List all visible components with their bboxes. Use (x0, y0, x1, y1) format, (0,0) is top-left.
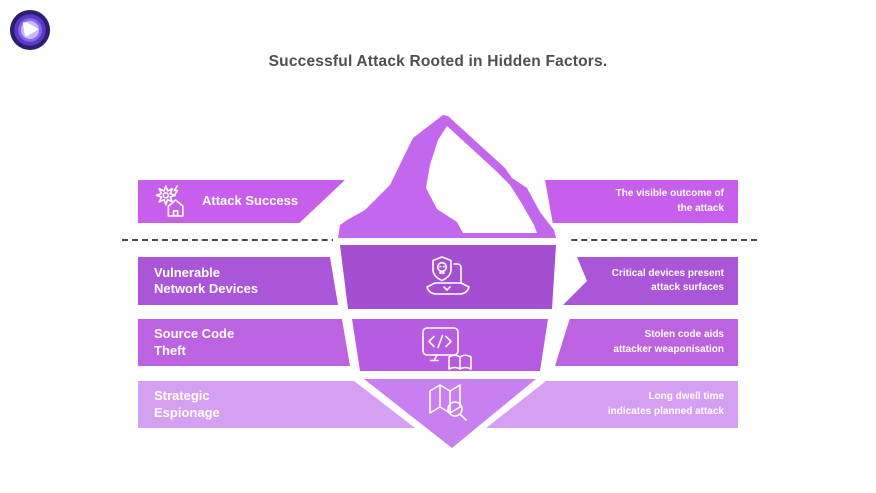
row-label: Attack Success (202, 193, 299, 209)
iceberg-peak (338, 115, 556, 238)
row-description: Long dwell time indicates planned attack (607, 391, 724, 417)
page-title: Successful Attack Rooted in Hidden Facto… (268, 53, 608, 70)
code-monitor-book-icon (422, 327, 472, 370)
iceberg-peak-highlight (426, 126, 537, 233)
play-triangle-icon (22, 21, 38, 37)
malware-burst-house-icon (155, 185, 184, 217)
gap-row3-row4 (353, 371, 549, 379)
row-description: Stolen code aids attacker weaponisation (613, 329, 724, 355)
waterline-dashed-line (122, 239, 757, 241)
band-strategic-espionage: Strategic Espionage (138, 381, 415, 428)
band-attack-success: Attack Success (138, 180, 345, 223)
shield-play-brand-logo (9, 9, 51, 51)
band-attack-success-desc: The visible outcome of the attack (545, 180, 738, 223)
iceberg-block-row3 (352, 319, 548, 371)
band-source-code-theft: Source Code Theft (138, 319, 350, 366)
row-description: The visible outcome of the attack (615, 188, 724, 214)
row-label: Vulnerable Network Devices (154, 264, 259, 296)
gap-row2-row3 (341, 309, 561, 319)
skull-shield-laptop-icon (426, 256, 470, 295)
map-magnifier-icon (429, 384, 467, 421)
row-label: Source Code Theft (154, 326, 235, 358)
row-label: Strategic Espionage (154, 388, 220, 420)
row-description: Critical devices present attack surfaces (611, 267, 724, 294)
band-strategic-espionage-desc: Long dwell time indicates planned attack (486, 381, 738, 428)
band-vulnerable-network-devices-desc: Critical devices present attack surfaces (563, 257, 738, 305)
band-vulnerable-network-devices: Vulnerable Network Devices (138, 257, 338, 305)
iceberg-block-row2 (340, 245, 556, 309)
band-source-code-theft-desc: Stolen code aids attacker weaponisation (555, 319, 738, 366)
